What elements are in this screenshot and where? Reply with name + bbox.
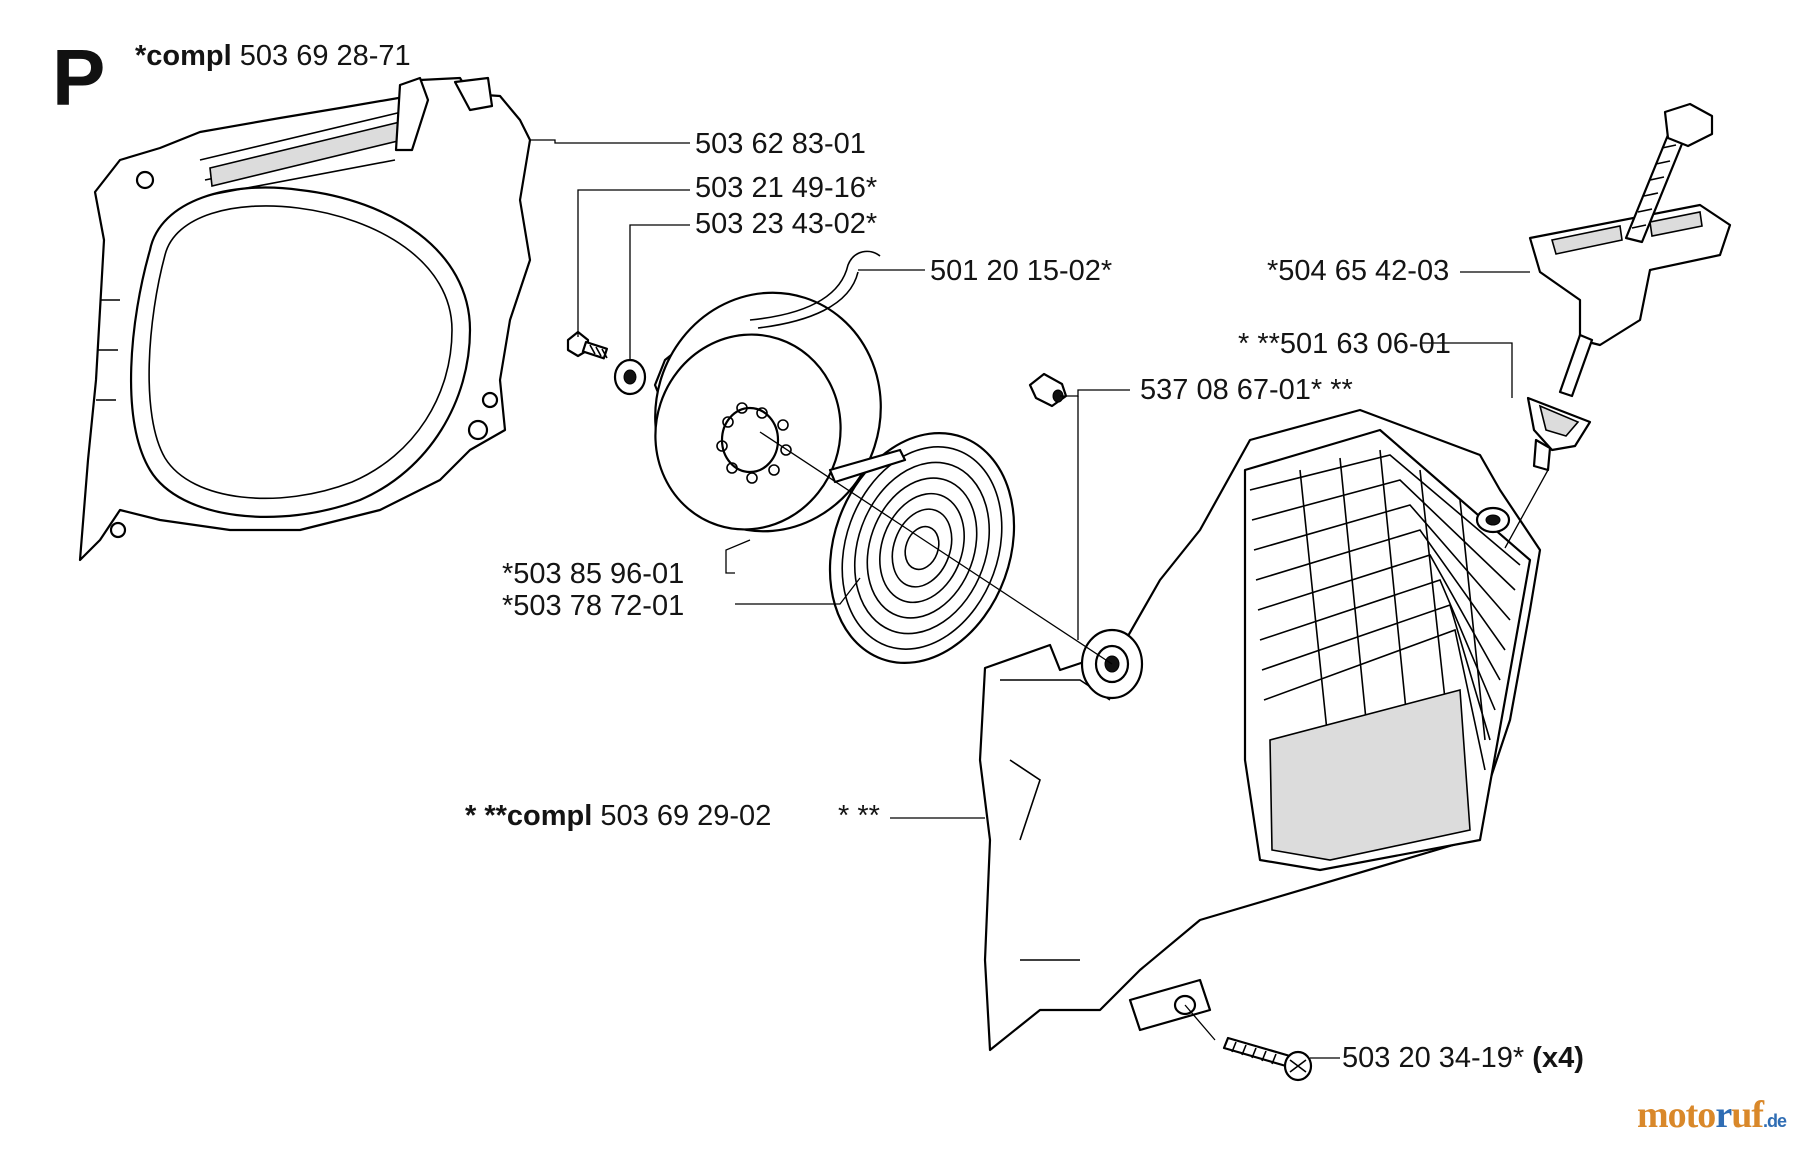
leader-lines <box>530 139 1549 1059</box>
recoil-spring-part <box>828 432 1016 664</box>
handle-label: *504 65 42-03 <box>1267 255 1450 287</box>
section-letter: P <box>52 33 106 122</box>
cord-guide-part <box>1526 396 1592 472</box>
starter-cover-label: * **compl 503 69 29-02 <box>465 800 771 832</box>
cover-screw-part <box>1222 1036 1313 1082</box>
pulley-screw-label: 503 21 49-16* <box>695 172 878 204</box>
rope-pulley-label: *503 85 96-01 <box>502 558 685 590</box>
starter-cover-prefix: * **compl <box>465 800 593 832</box>
cover-screw-qty: (x4) <box>1532 1042 1584 1074</box>
starter-handle-part <box>1528 102 1732 398</box>
pawl-pin-label: 537 08 67-01* ** <box>1140 374 1353 406</box>
housing-assembly-number: 503 69 28-71 <box>239 40 411 72</box>
pawl-pin-part <box>1028 372 1068 408</box>
housing-assembly-label: *compl 503 69 28-71 <box>135 40 411 72</box>
watermark-part2: r <box>1715 1094 1732 1136</box>
cover-screw-label: 503 20 34-19* (x4) <box>1342 1042 1584 1074</box>
watermark-suffix: .de <box>1762 1111 1787 1131</box>
fan-housing-part <box>78 76 532 562</box>
cover-screw-number: 503 20 34-19* <box>1342 1042 1525 1074</box>
fan-housing-label: 503 62 83-01 <box>695 128 866 160</box>
pulley-screw-part <box>566 330 609 360</box>
rope-pulley-part <box>653 250 882 533</box>
washer-part <box>613 358 647 396</box>
starter-cover-number: 503 69 29-02 <box>600 800 772 832</box>
housing-assembly-prefix: *compl <box>135 40 232 72</box>
watermark-logo: motoruf.de <box>1637 1093 1787 1137</box>
starter-cover-part <box>978 408 1542 1052</box>
starter-cord-label: 501 20 15-02* <box>930 255 1113 287</box>
watermark-part1: moto <box>1637 1094 1716 1136</box>
washer-label: 503 23 43-02* <box>695 208 878 240</box>
recoil-spring-label: *503 78 72-01 <box>502 590 685 622</box>
cord-guide-label: * **501 63 06-01 <box>1238 328 1451 360</box>
watermark-part3: uf <box>1731 1094 1764 1136</box>
starter-cover-note: * ** <box>838 800 880 832</box>
